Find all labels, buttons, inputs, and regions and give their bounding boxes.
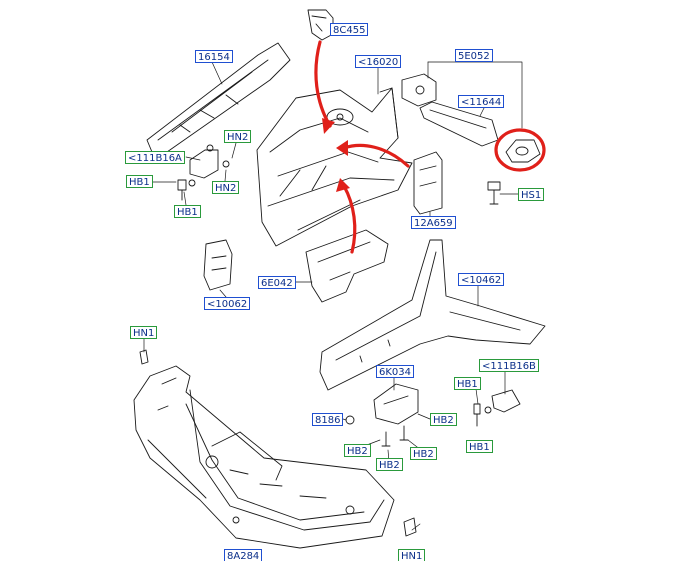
part-12a659 [413, 151, 443, 215]
red-arrow-3 [342, 184, 357, 254]
part-8a284-frame [133, 365, 395, 549]
callout-label: HB1 [466, 440, 493, 453]
highlight-annotations [314, 40, 546, 254]
callout-label: 8C455 [330, 23, 369, 36]
part-16020 [256, 87, 413, 247]
part-10462 [319, 239, 546, 391]
callout-label: HS1 [518, 188, 545, 201]
callout-label: 8186 [312, 413, 344, 426]
callout-label: HN1 [398, 549, 426, 561]
red-arrowheads [322, 118, 350, 192]
callout-label: 8A284 [224, 549, 263, 561]
callout-label: HB1 [454, 377, 481, 390]
callout-label: HB2 [344, 444, 371, 457]
callout-label: HN2 [224, 130, 252, 143]
highlight-ellipse [494, 128, 546, 172]
part-5e052 [401, 73, 437, 107]
callout-label: HN2 [212, 181, 240, 194]
callout-label: 16154 [195, 50, 233, 63]
part-6e042 [305, 229, 389, 303]
callout-label: HB1 [174, 205, 201, 218]
part-lower-fasteners [139, 349, 492, 537]
callout-label: <10062 [204, 297, 251, 310]
callout-label: 6E042 [258, 276, 296, 289]
callout-label: <10462 [458, 273, 505, 286]
callout-label: 12A659 [411, 216, 456, 229]
part-circled-mount [505, 139, 541, 163]
callout-label: HB2 [410, 447, 437, 460]
callout-label: HB1 [126, 175, 153, 188]
callout-label: HB2 [430, 413, 457, 426]
callout-label: HB2 [376, 458, 403, 471]
part-10062 [203, 239, 233, 291]
red-arrow-2 [342, 143, 410, 168]
callout-label: <11644 [458, 95, 505, 108]
part-6k034 [373, 383, 419, 425]
callout-label: <111B16A [125, 151, 185, 164]
callout-label: <111B16B [479, 359, 539, 372]
callout-label: 5E052 [455, 49, 493, 62]
part-111b16a [177, 144, 230, 201]
leader-lines [143, 61, 523, 531]
callout-label: HN1 [130, 326, 158, 339]
part-hs1-stud [487, 181, 501, 205]
part-111b16b [491, 389, 521, 413]
callout-label: 6K034 [376, 365, 415, 378]
red-arrow-1 [314, 40, 332, 128]
callout-label: <16020 [355, 55, 402, 68]
